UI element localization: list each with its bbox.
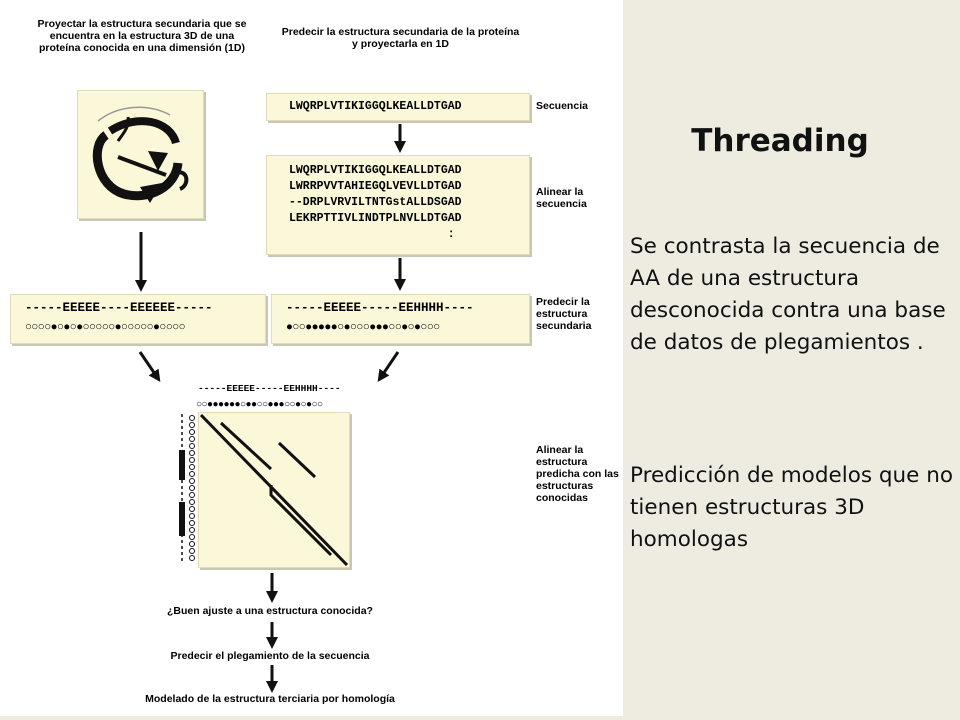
threading-figure: Proyectar la estructura secundaria que s… bbox=[0, 0, 623, 716]
protein-structure-box bbox=[77, 90, 204, 219]
arrow-known-to-matrix bbox=[138, 351, 161, 382]
dot-matrix-box bbox=[198, 412, 350, 568]
right-heading: Predecir la estructura secundaria de la … bbox=[281, 26, 520, 50]
matrix-circles: ○○●●●●●●○●●○○●●●○○●○●○○ bbox=[196, 400, 323, 411]
alignment-row: --DRPLVRVILTNTGstALLDSGAD bbox=[289, 196, 462, 209]
pred-circles: ●○○●●●●●○●○○○●●●○○●○●○○○ bbox=[286, 321, 440, 334]
alignment-row: LEKRPTTIVLINDTPLNVLLDTGAD bbox=[289, 212, 462, 225]
alignment-box: LWQRPLVTIKIGGQLKEALLDTGAD LWRRPVVTAHIEGQ… bbox=[266, 155, 530, 255]
known-ss-box: -----EEEEE----EEEEEE----- ○○○○●○●○●○○○○○… bbox=[10, 294, 266, 344]
alignment-row: : bbox=[289, 228, 455, 241]
protein-fold-icon bbox=[92, 106, 189, 203]
arrow-pred-to-matrix bbox=[377, 351, 400, 382]
flow-arrows bbox=[135, 124, 406, 693]
label-predecir: Predecir la estructura secundaria bbox=[536, 296, 592, 332]
left-heading: Proyectar la estructura secundaria que s… bbox=[37, 18, 247, 54]
matrix-ss-text: -----EEEEE-----EEHHHH---- bbox=[198, 383, 341, 394]
slide-title: Threading bbox=[691, 123, 869, 159]
label-alinear-predicha: Alinear la estructura predicha con las e… bbox=[536, 444, 619, 504]
sequence-box: LWQRPLVTIKIGGQLKEALLDTGAD bbox=[266, 93, 530, 121]
step-good-fit: ¿Buen ajuste a una estructura conocida? bbox=[167, 605, 373, 617]
dot-matrix-plot bbox=[199, 413, 349, 567]
step-homology-model: Modelado de la estructura terciaria por … bbox=[145, 693, 395, 705]
label-secuencia: Secuencia bbox=[536, 100, 588, 112]
sequence-text: LWQRPLVTIKIGGQLKEALLDTGAD bbox=[289, 100, 462, 113]
paragraph-2: Predicción de modelos que no tienen estr… bbox=[630, 463, 953, 552]
paragraph-1: Se contrasta la secuencia de AA de una e… bbox=[630, 234, 946, 355]
label-alinear: Alinear la secuencia bbox=[536, 186, 587, 210]
step-predict-fold: Predecir el plegamiento de la secuencia bbox=[170, 650, 370, 662]
known-circles: ○○○○●○●○●○○○○○●○○○○○●○○○○ bbox=[25, 321, 186, 334]
matrix-vertical-axis bbox=[179, 414, 195, 564]
alignment-row: LWRRPVVTAHIEGQLVEVLLDTGAD bbox=[289, 180, 462, 193]
alignment-row: LWQRPLVTIKIGGQLKEALLDTGAD bbox=[289, 164, 462, 177]
pred-ss-box: -----EEEEE-----EEHHHH---- ●○○●●●●●○●○○○●… bbox=[271, 294, 530, 344]
pred-ss-text: -----EEEEE-----EEHHHH---- bbox=[286, 301, 474, 315]
known-ss-text: -----EEEEE----EEEEEE----- bbox=[25, 301, 213, 315]
